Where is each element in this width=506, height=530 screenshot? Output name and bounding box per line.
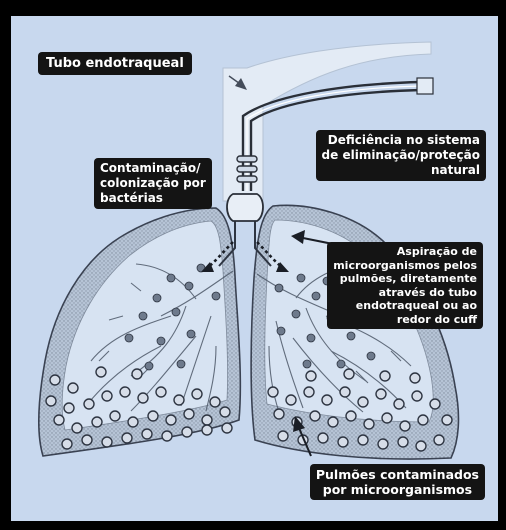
cuff: [227, 194, 263, 221]
label-deficiency: Deficiência no sistema de eliminação/pro…: [316, 130, 486, 181]
label-aspiration: Aspiração de microorganismos pelos pulmõ…: [327, 242, 483, 329]
label-contaminated-lungs: Pulmões contaminados por microorganismos: [310, 464, 485, 500]
label-endotracheal-tube: Tubo endotraqueal: [38, 52, 192, 75]
label-colonization: Contaminação/ colonização por bactérias: [94, 158, 212, 209]
diagram-panel: Tubo endotraqueal Deficiência no sistema…: [11, 16, 498, 521]
